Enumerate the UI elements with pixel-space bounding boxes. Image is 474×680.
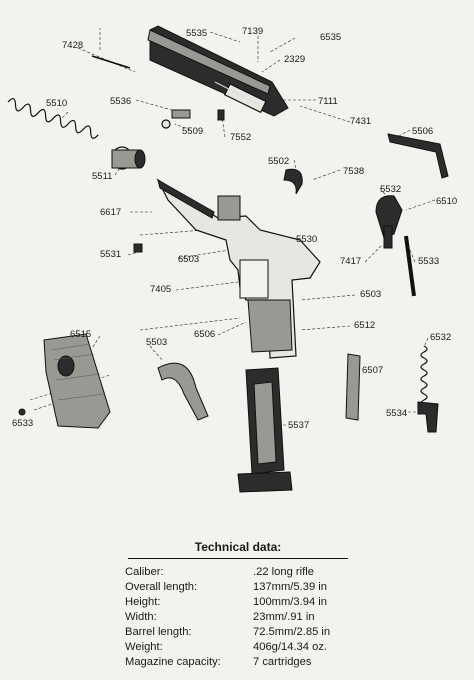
label-6510: 6510 [436, 196, 457, 207]
tech-row: Height: 100mm/3.94 in [118, 595, 358, 610]
tech-label: Magazine capacity: [125, 656, 221, 668]
label-5535: 5535 [186, 28, 207, 39]
exploded-view-diagram: 5535 7139 6535 7428 2329 5510 5536 7111 … [7, 25, 457, 493]
label-6512: 6512 [354, 320, 375, 331]
grip-screw-part [18, 408, 26, 416]
label-6503a: 6503 [178, 254, 199, 265]
magazine-part [237, 367, 293, 493]
label-7428: 7428 [62, 40, 83, 51]
label-7417: 7417 [340, 256, 361, 267]
label-6533: 6533 [12, 418, 33, 429]
label-7111: 7111 [318, 96, 338, 107]
pin-part [133, 243, 143, 253]
part-labels: 5535 7139 6535 7428 2329 5510 5536 7111 … [12, 26, 457, 431]
tech-value: 72.5mm/2.85 in [253, 626, 331, 638]
tech-value: 7 cartridges [253, 656, 312, 668]
tech-label: Width: [125, 611, 157, 623]
tech-value: 406g/14.34 oz. [253, 641, 328, 653]
extractor-part [387, 133, 449, 179]
spring-clip-part [283, 168, 303, 195]
pin-part [217, 109, 225, 121]
tech-label: Height: [125, 596, 161, 608]
slide-part [147, 25, 289, 117]
label-7139: 7139 [242, 26, 263, 37]
label-5502: 5502 [268, 156, 289, 167]
label-5511: 5511 [92, 171, 112, 182]
screw-part [161, 119, 171, 129]
grip-panel-part [43, 333, 111, 429]
tech-row: Width: 23mm/.91 in [118, 610, 358, 625]
tech-row: Weight: 406g/14.34 oz. [118, 640, 358, 655]
label-6617: 6617 [100, 207, 121, 218]
tech-label: Weight: [125, 641, 163, 653]
tech-value: .22 long rifle [253, 566, 314, 578]
tech-row: Overall length: 137mm/5.39 in [118, 580, 358, 595]
tech-row: Barrel length: 72.5mm/2.85 in [118, 625, 358, 640]
technical-data-panel: Technical data: Caliber: .22 long rifle O… [118, 540, 358, 670]
label-7431: 7431 [350, 116, 371, 127]
hammer-part [375, 195, 403, 249]
label-5532: 5532 [380, 184, 401, 195]
label-6532: 6532 [430, 332, 451, 343]
label-5506: 5506 [412, 126, 433, 137]
label-5536: 5536 [110, 96, 131, 107]
tech-label: Barrel length: [125, 626, 192, 638]
label-5509: 5509 [182, 126, 203, 137]
label-7405: 7405 [150, 284, 171, 295]
trigger-guard-part [157, 362, 209, 421]
label-5510: 5510 [46, 98, 67, 109]
label-6503b: 6503 [360, 289, 381, 300]
barrel-bushing-part [111, 146, 146, 170]
hammer-strut-part [404, 235, 416, 297]
tech-row: Caliber: .22 long rifle [118, 565, 358, 580]
label-2329: 2329 [284, 54, 305, 65]
pin-part [171, 109, 191, 119]
label-5503: 5503 [146, 337, 167, 348]
recoil-spring-part [7, 98, 99, 139]
tech-value: 23mm/.91 in [253, 611, 315, 623]
label-5530: 5530 [296, 234, 317, 245]
label-6506: 6506 [194, 329, 215, 340]
label-5531: 5531 [100, 249, 121, 260]
label-7538: 7538 [343, 166, 364, 177]
spring-seat-part [417, 401, 439, 433]
label-7552: 7552 [230, 132, 251, 143]
label-5534: 5534 [386, 408, 407, 419]
tech-label: Caliber: [125, 566, 164, 578]
tech-value: 100mm/3.94 in [253, 596, 328, 608]
tech-row: Magazine capacity: 7 cartridges [118, 655, 358, 670]
label-6535: 6535 [320, 32, 341, 43]
technical-data-title: Technical data: [128, 540, 348, 559]
tech-value: 137mm/5.39 in [253, 581, 328, 593]
label-5537: 5537 [288, 420, 309, 431]
label-6515: 6515 [70, 329, 91, 340]
label-5533: 5533 [418, 256, 439, 267]
technical-data-table: Caliber: .22 long rifle Overall length: 13… [118, 565, 358, 670]
mainspring-part [420, 345, 428, 407]
sear-part [345, 353, 361, 421]
guide-rod-part [91, 55, 131, 69]
label-6507: 6507 [362, 365, 383, 376]
frame-part [156, 178, 321, 359]
tech-label: Overall length: [125, 581, 198, 593]
